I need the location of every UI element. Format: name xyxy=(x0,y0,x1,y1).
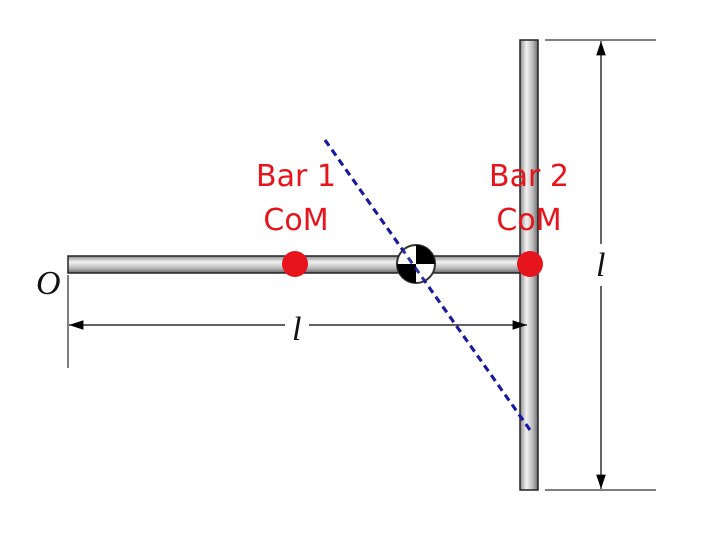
bar-2-com-label: CoM xyxy=(496,203,561,238)
bar-1-com-dot xyxy=(282,251,308,277)
bar-2-com-dot xyxy=(517,251,543,277)
bar-1-label: Bar 1 xyxy=(256,159,336,194)
origin-label: O xyxy=(36,265,61,302)
system-center-of-mass-icon xyxy=(396,244,436,284)
bar-2-label: Bar 2 xyxy=(489,159,569,194)
horizontal-length-label: l xyxy=(292,311,301,348)
bar-1-com-label: CoM xyxy=(263,203,328,238)
vertical-length-label: l xyxy=(596,247,605,284)
